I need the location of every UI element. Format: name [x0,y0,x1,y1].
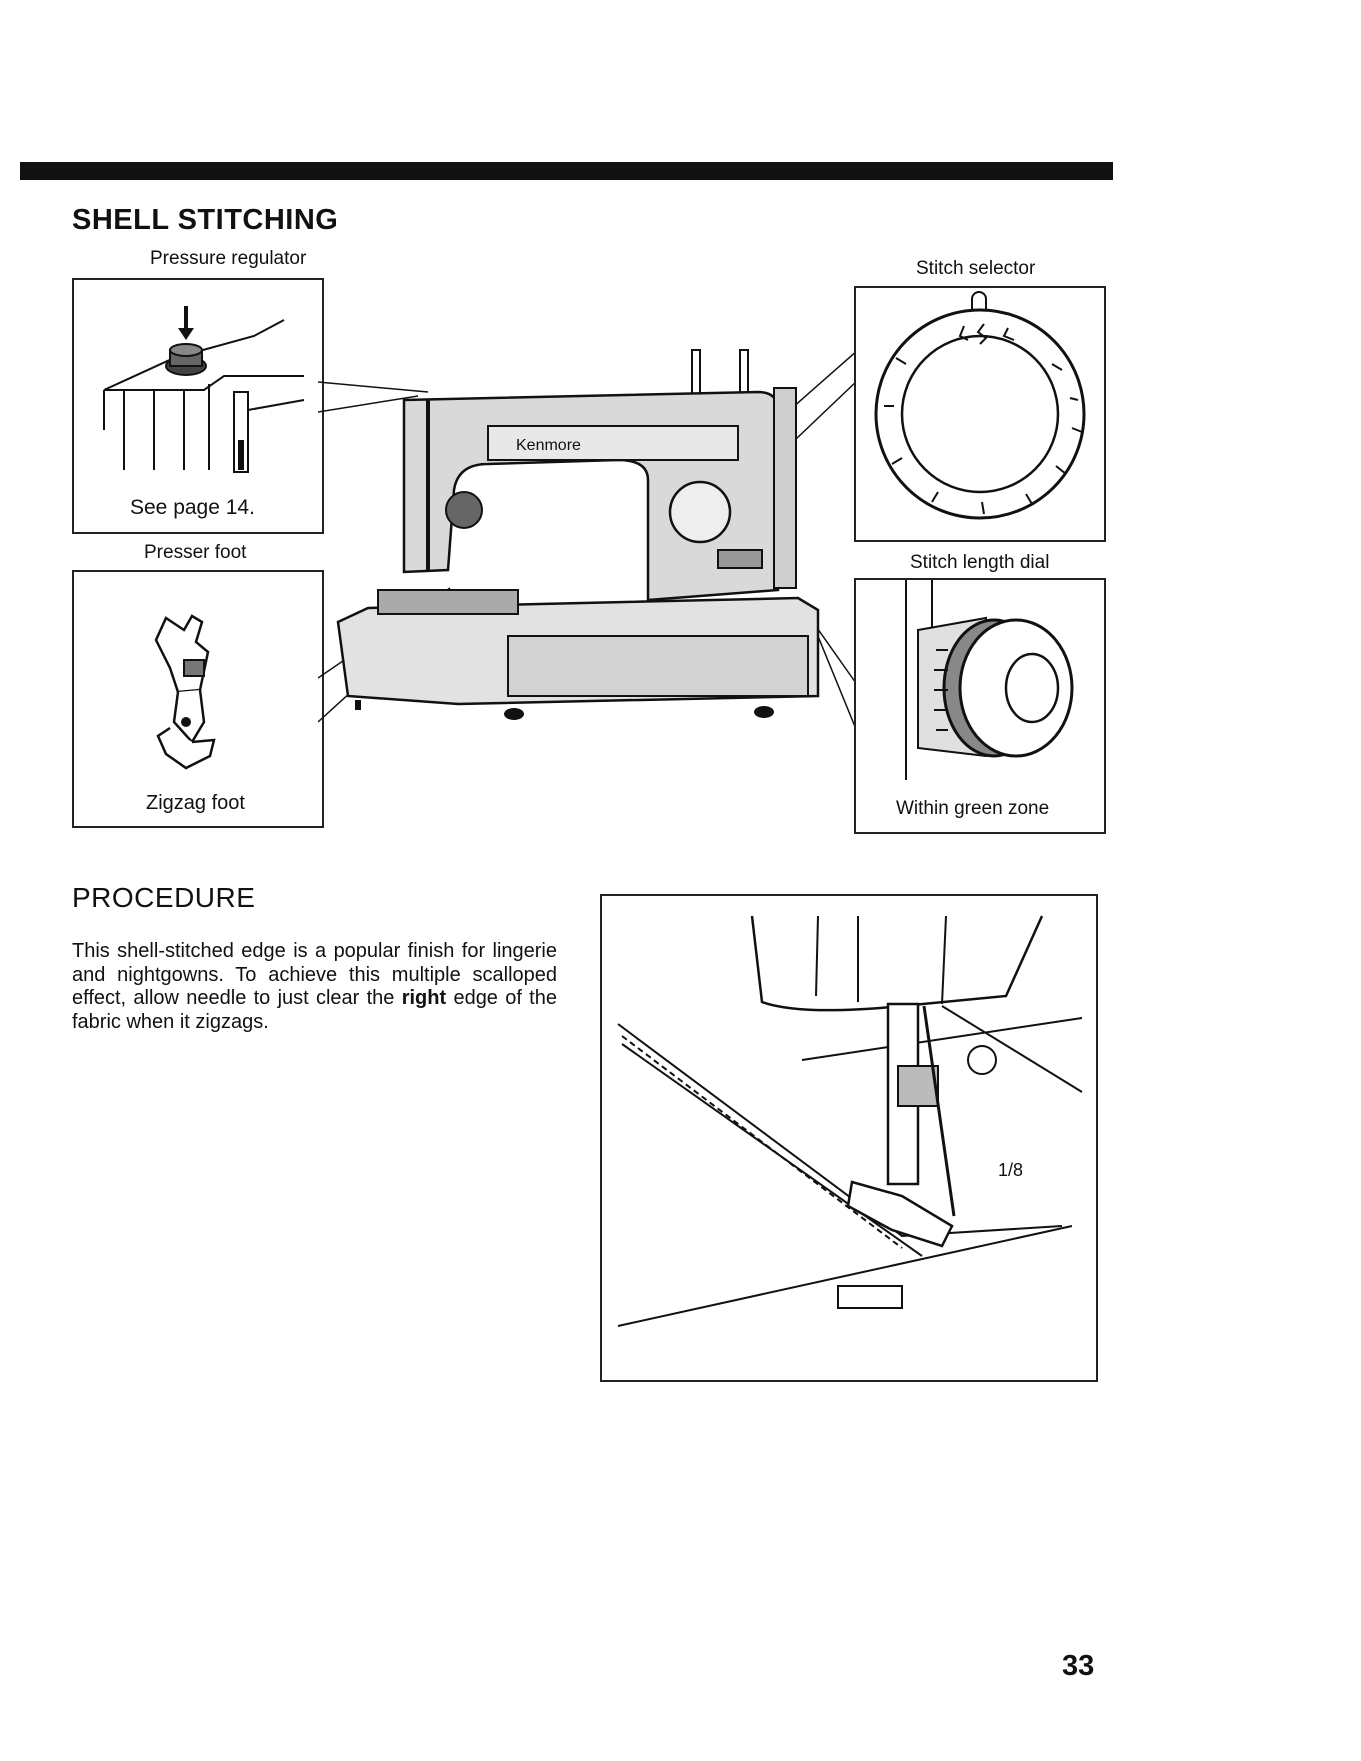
procedure-bold-word: right [401,987,447,1009]
stitch-selector-dial [874,291,1086,520]
stitch-length-dial-label: Stitch length dial [910,552,1050,573]
stitch-selector-panel [854,286,1106,542]
procedure-text-part2: edge of the fabric when it zigzags. [72,987,557,1033]
within-green-zone-label: Within green zone [896,798,1050,819]
shell-stitch-closeup-illustration: 1/8 [617,915,1083,1327]
page-title: SHELL STITCHING [72,204,339,236]
page-number: 33 [1062,1650,1095,1682]
seam-guide-mark: 1/8 [998,1160,1023,1180]
stitch-length-panel: Within green zone [854,578,1106,834]
shell-stitch-closeup-panel: 1/8 [600,894,1098,1382]
procedure-text: This shell-stitched edge is a popular fi… [72,940,557,1034]
presser-foot-label: Presser foot [144,542,247,563]
see-page-note: See page 14. [130,496,255,519]
stitch-selector-label: Stitch selector [916,258,1036,279]
pressure-regulator-illustration [103,306,305,473]
zigzag-foot-label: Zigzag foot [146,792,245,814]
procedure-text-part1: This shell-stitched edge is a popular fi… [72,940,557,1009]
stitch-length-dial-illustration [905,580,1074,780]
brand-nameplate: Kenmore [516,437,581,454]
sewing-machine-illustration: Kenmore [318,349,858,735]
procedure-heading: PROCEDURE [72,882,256,913]
pressure-regulator-label: Pressure regulator [150,248,307,269]
zigzag-foot-illustration [154,614,216,770]
header-rule [20,162,1113,180]
pressure-regulator-panel: See page 14. [72,278,324,534]
presser-foot-panel: Zigzag foot [72,570,324,828]
